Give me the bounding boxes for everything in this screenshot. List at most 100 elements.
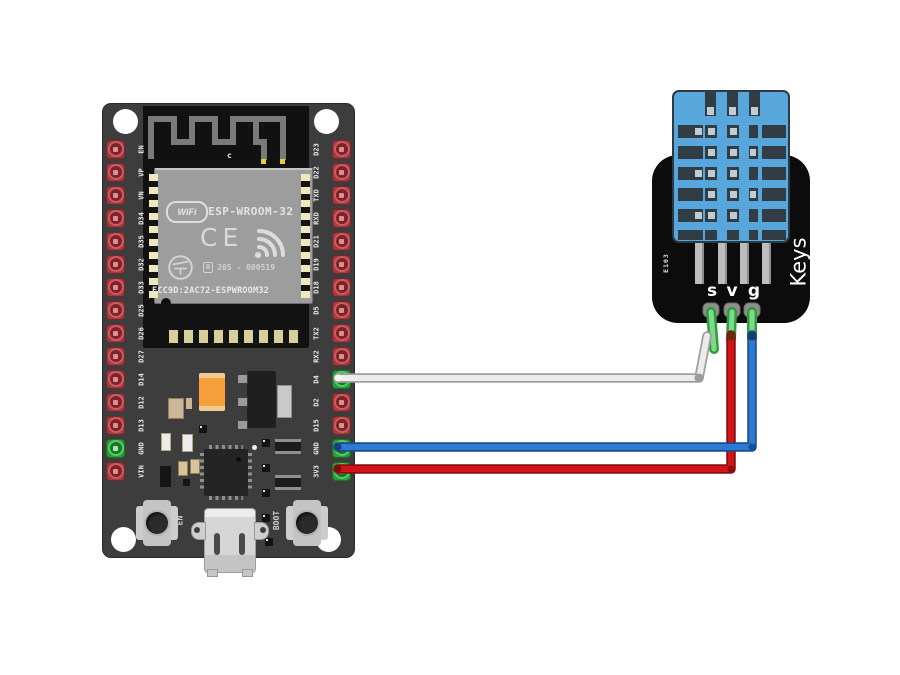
pin-row-rx2: RX2 bbox=[303, 345, 351, 368]
resistor bbox=[178, 461, 188, 476]
pin-row-vin: VIN bbox=[106, 460, 154, 483]
pin-pad bbox=[332, 231, 351, 251]
smd-component bbox=[199, 425, 207, 433]
wifi-signal-icon bbox=[255, 229, 285, 258]
transistor bbox=[160, 466, 171, 487]
pin-pad bbox=[106, 369, 125, 389]
en-button-label: EN bbox=[175, 515, 185, 526]
pin-pad bbox=[332, 300, 351, 320]
smd-component bbox=[262, 514, 270, 522]
castellation-pads-left bbox=[149, 174, 158, 298]
chip-pins bbox=[200, 453, 204, 492]
sensor-leg bbox=[740, 243, 749, 284]
pin-pad bbox=[106, 300, 125, 320]
pin-pad bbox=[106, 208, 125, 228]
mounting-hole bbox=[314, 109, 339, 134]
usb-uart-chip bbox=[200, 445, 252, 500]
fcc-id-text: FCC9D:2AC72-ESPWROOM32 bbox=[152, 286, 269, 296]
usb-slot bbox=[214, 533, 220, 555]
part-code-wrap: E103 bbox=[658, 247, 674, 279]
module-name: ESP-WROOM-32 bbox=[208, 205, 294, 218]
esp32-right-pin-header: D23 D22 TXD RXD D21 D19 D18 D5 TX2 RX2 D… bbox=[303, 138, 351, 483]
sensor-leg bbox=[695, 243, 704, 284]
regulator-leg bbox=[237, 397, 248, 407]
voltage-regulator bbox=[247, 371, 276, 428]
pin-row-d35: D35 bbox=[106, 230, 154, 253]
pin-row-d14: D14 bbox=[106, 368, 154, 391]
pin-row-d27: D27 bbox=[106, 345, 154, 368]
resistor bbox=[161, 433, 171, 451]
pin-row-d4: D4 bbox=[303, 368, 351, 391]
cert-number-line: R 205 - 000519 bbox=[203, 262, 275, 273]
pin-row-d34: D34 bbox=[106, 207, 154, 230]
part-code: E103 bbox=[662, 253, 670, 273]
ce-mark: CE bbox=[200, 223, 244, 252]
regulator-leg bbox=[237, 374, 248, 384]
pin-pad bbox=[332, 392, 351, 412]
pin-row-d22: D22 bbox=[303, 161, 351, 184]
pin-row-d15: D15 bbox=[303, 414, 351, 437]
chip-pins bbox=[248, 453, 252, 492]
en-button bbox=[136, 500, 178, 546]
resistor bbox=[182, 434, 193, 452]
pin-row-d26: D26 bbox=[106, 322, 154, 345]
pin-pad bbox=[106, 185, 125, 205]
smd-ic bbox=[275, 475, 301, 490]
wifi-logo-text: WiFi bbox=[177, 207, 197, 217]
pin-pad-green bbox=[332, 438, 351, 458]
regulator-leg bbox=[237, 420, 248, 430]
sensor-pin-label-v: v bbox=[726, 281, 738, 301]
brand-label: Keys bbox=[786, 237, 811, 287]
pin-row-d12: D12 bbox=[106, 391, 154, 414]
pin-pad bbox=[106, 231, 125, 251]
pin-pad bbox=[106, 162, 125, 182]
pin-row-d23: D23 bbox=[303, 138, 351, 161]
wire-end bbox=[726, 331, 736, 341]
pin-row-tx2: TX2 bbox=[303, 322, 351, 345]
capacitor-orange bbox=[199, 373, 225, 411]
boot-button-label: BOOT bbox=[272, 510, 282, 531]
pin-row-vp: VP bbox=[106, 161, 154, 184]
smd-component bbox=[265, 538, 273, 546]
cert-number: 205 - 000519 bbox=[217, 263, 276, 272]
antenna-icon bbox=[143, 106, 309, 164]
wifi-logo-icon: WiFi bbox=[166, 201, 208, 223]
wire-end bbox=[747, 331, 757, 341]
pin-pad bbox=[332, 346, 351, 366]
boot-button-cap bbox=[296, 512, 318, 534]
pin-pad bbox=[332, 415, 351, 435]
capacitor-tan bbox=[168, 398, 184, 419]
sensor-leg bbox=[762, 243, 771, 284]
pin-row-gnd-left: GND bbox=[106, 437, 154, 460]
pin-pad bbox=[106, 461, 125, 481]
pin-pad bbox=[332, 254, 351, 274]
pin-row-d19: D19 bbox=[303, 253, 351, 276]
pin-pad bbox=[332, 208, 351, 228]
capacitor-small bbox=[186, 398, 192, 409]
pin-row-3v3: 3V3 bbox=[303, 460, 351, 483]
pin-row-d25: D25 bbox=[106, 299, 154, 322]
pin-pad bbox=[106, 392, 125, 412]
smd-component bbox=[262, 439, 270, 447]
pin-pad bbox=[106, 277, 125, 297]
pin-row-d21: D21 bbox=[303, 230, 351, 253]
pin-pad bbox=[332, 139, 351, 159]
pin-pad-green bbox=[332, 369, 351, 389]
chip-pins bbox=[209, 445, 243, 449]
resistor bbox=[190, 459, 200, 474]
esp32-board: c WiFi ESP-WROOM-32 CE R 205 - 000519 bbox=[102, 103, 355, 577]
pin-pad bbox=[332, 185, 351, 205]
pin-row-d32: D32 bbox=[106, 253, 154, 276]
pin-pad bbox=[332, 323, 351, 343]
regulator-tab bbox=[277, 385, 292, 418]
chip-pins bbox=[209, 496, 243, 500]
pin-row-d13: D13 bbox=[106, 414, 154, 437]
wire-signal bbox=[333, 331, 712, 383]
cert-mark-icon bbox=[168, 255, 193, 280]
castellation-pads-right bbox=[301, 174, 310, 298]
pin-pad bbox=[332, 162, 351, 182]
pin-row-rxd: RXD bbox=[303, 207, 351, 230]
micro-usb-connector bbox=[191, 508, 269, 577]
pin-row-gnd-right: GND bbox=[303, 437, 351, 460]
